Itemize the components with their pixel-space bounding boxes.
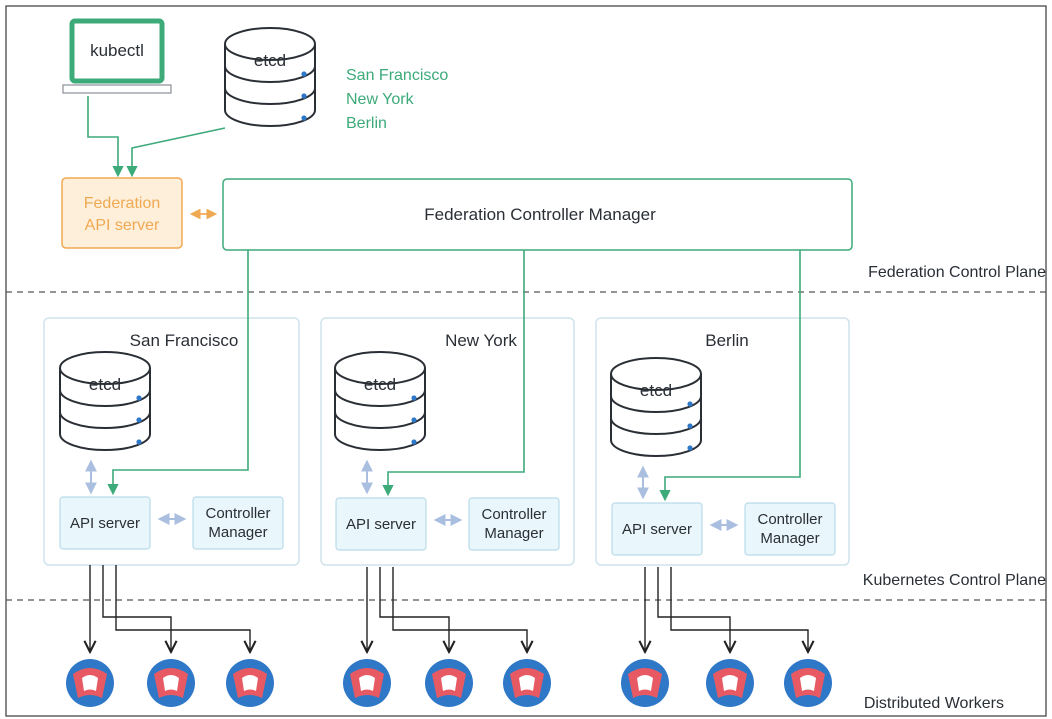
kubectl-laptop-icon: kubectl (62, 18, 172, 94)
cluster-controller-manager-box (744, 502, 836, 556)
cluster-name: Berlin (705, 331, 748, 350)
worker-node-icon (425, 659, 473, 707)
cluster-etcd-database-icon: etcd (59, 351, 151, 451)
etcd-location-berlin: Berlin (346, 115, 387, 132)
worker-node-icon (503, 659, 551, 707)
cluster-berlin: Berlin etcd API server Controller Manage… (595, 317, 850, 566)
cluster-etcd-label: etcd (640, 381, 672, 400)
cluster-name: San Francisco (130, 331, 239, 350)
federation-control-plane-label: Federation Control Plane (868, 264, 1046, 281)
cluster-api-server-box (611, 502, 703, 556)
worker-node-icon (784, 659, 832, 707)
cluster-san-francisco: San Francisco etcd API server Controller… (43, 317, 300, 566)
cluster-etcd-database-icon: etcd (610, 357, 702, 457)
kubectl-label: kubectl (90, 41, 144, 60)
cluster-api-server-label: API server (70, 515, 140, 532)
kubectl-to-api-arrow (87, 96, 124, 178)
cluster-controller-manager-box (192, 496, 284, 550)
federation-api-server-label-line1: Federation (84, 195, 161, 212)
federation-controller-manager-label: Federation Controller Manager (424, 205, 656, 224)
cluster-api-server-label: API server (622, 521, 692, 538)
cluster-name: New York (445, 331, 517, 350)
kubernetes-control-plane-label: Kubernetes Control Plane (863, 572, 1046, 589)
etcd-location-new-york: New York (346, 91, 415, 108)
worker-node-icon (343, 659, 391, 707)
worker-node-icon (66, 659, 114, 707)
cluster-cm-label-line2: Manager (484, 525, 543, 542)
worker-node-icon (147, 659, 195, 707)
federation-api-server-label-line2: API server (85, 217, 160, 234)
cluster-cm-label-line1: Controller (205, 505, 270, 522)
worker-node-icon (706, 659, 754, 707)
cluster-etcd-label: etcd (364, 375, 396, 394)
federation-api-server-box: Federation API server (61, 177, 183, 249)
etcd-location-san-francisco: San Francisco (346, 67, 448, 84)
worker-arrows (90, 565, 808, 652)
cluster-new-york: New York etcd API server Controller Mana… (320, 317, 575, 566)
federation-etcd-label: etcd (254, 51, 286, 70)
worker-node-icon (226, 659, 274, 707)
fcm-to-sf-api-arrow (107, 250, 249, 496)
fcm-to-ny-api-arrow (382, 250, 525, 497)
cluster-etcd-label: etcd (89, 375, 121, 394)
cluster-cm-label-line2: Manager (208, 524, 267, 541)
cluster-cm-label-line1: Controller (757, 511, 822, 528)
cluster-api-server-label: API server (346, 516, 416, 533)
cluster-controller-manager-box (468, 497, 560, 551)
cluster-api-server-box (59, 496, 151, 550)
cluster-cm-label-line2: Manager (760, 530, 819, 547)
diagram-frame (5, 5, 1047, 717)
etcd-to-api-arrow (126, 127, 226, 178)
worker-node-icon (621, 659, 669, 707)
distributed-workers-label: Distributed Workers (864, 695, 1004, 712)
cluster-api-server-box (335, 497, 427, 551)
cluster-cm-label-line1: Controller (481, 506, 546, 523)
federation-controller-manager-box: Federation Controller Manager (222, 178, 853, 251)
workers (66, 659, 832, 707)
cluster-etcd-database-icon: etcd (334, 351, 426, 451)
federation-etcd-database-icon: etcd (224, 27, 316, 127)
fcm-to-berlin-api-arrow (659, 250, 801, 502)
